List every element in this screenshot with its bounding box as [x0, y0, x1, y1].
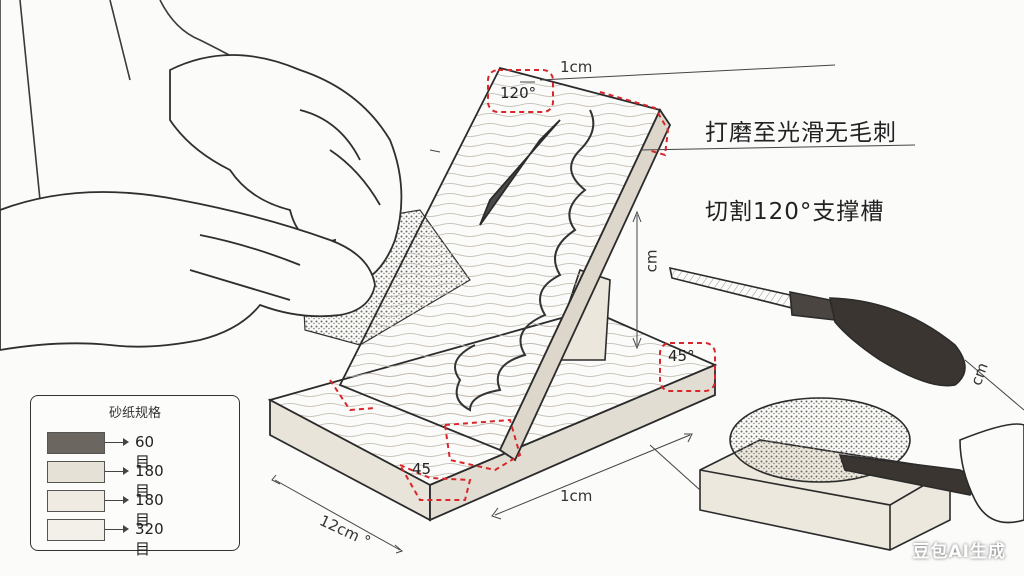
legend-title: 砂纸规格 [108, 406, 161, 421]
top-width-dimension: 1cm [560, 58, 593, 76]
ai-watermark: 豆包AI生成 [912, 542, 1006, 562]
slanted-board [338, 66, 672, 462]
base-length-dimension: 1cm [560, 487, 593, 505]
grit-60-swatch [47, 432, 105, 454]
red-dashed-markers [329, 69, 716, 501]
legend-arrow [105, 496, 129, 504]
legend-arrow [105, 467, 129, 475]
cut-instruction: 切割120°支撑槽 [705, 199, 885, 225]
right-hand-sketch [838, 423, 1024, 524]
legend-arrow [105, 525, 129, 533]
vertical-dimension: cm [642, 249, 661, 273]
angle-label-45-left: 45 [412, 460, 432, 478]
polish-instruction: 打磨至光滑无毛刺 [705, 120, 897, 146]
grit-320-swatch [47, 519, 105, 541]
legend-arrow [105, 438, 129, 446]
legend-item-label: 320目 [135, 520, 164, 558]
sandpaper-legend: 砂纸规格 60目 180目 180目 320目 [30, 395, 240, 558]
legend-item-label: 180目 [135, 462, 164, 500]
grit-180-swatch [47, 461, 105, 483]
dimension-lines [271, 64, 1024, 554]
angle-label-45-right: 45° [668, 347, 695, 365]
legend-item-label: 60目 [135, 433, 155, 471]
grit-180-swatch [47, 490, 105, 512]
angle-label-120: 120° [500, 84, 537, 102]
hands-sketch [0, 54, 403, 351]
legend-item-label: 180目 [135, 491, 164, 529]
chisel-tool [668, 266, 966, 387]
